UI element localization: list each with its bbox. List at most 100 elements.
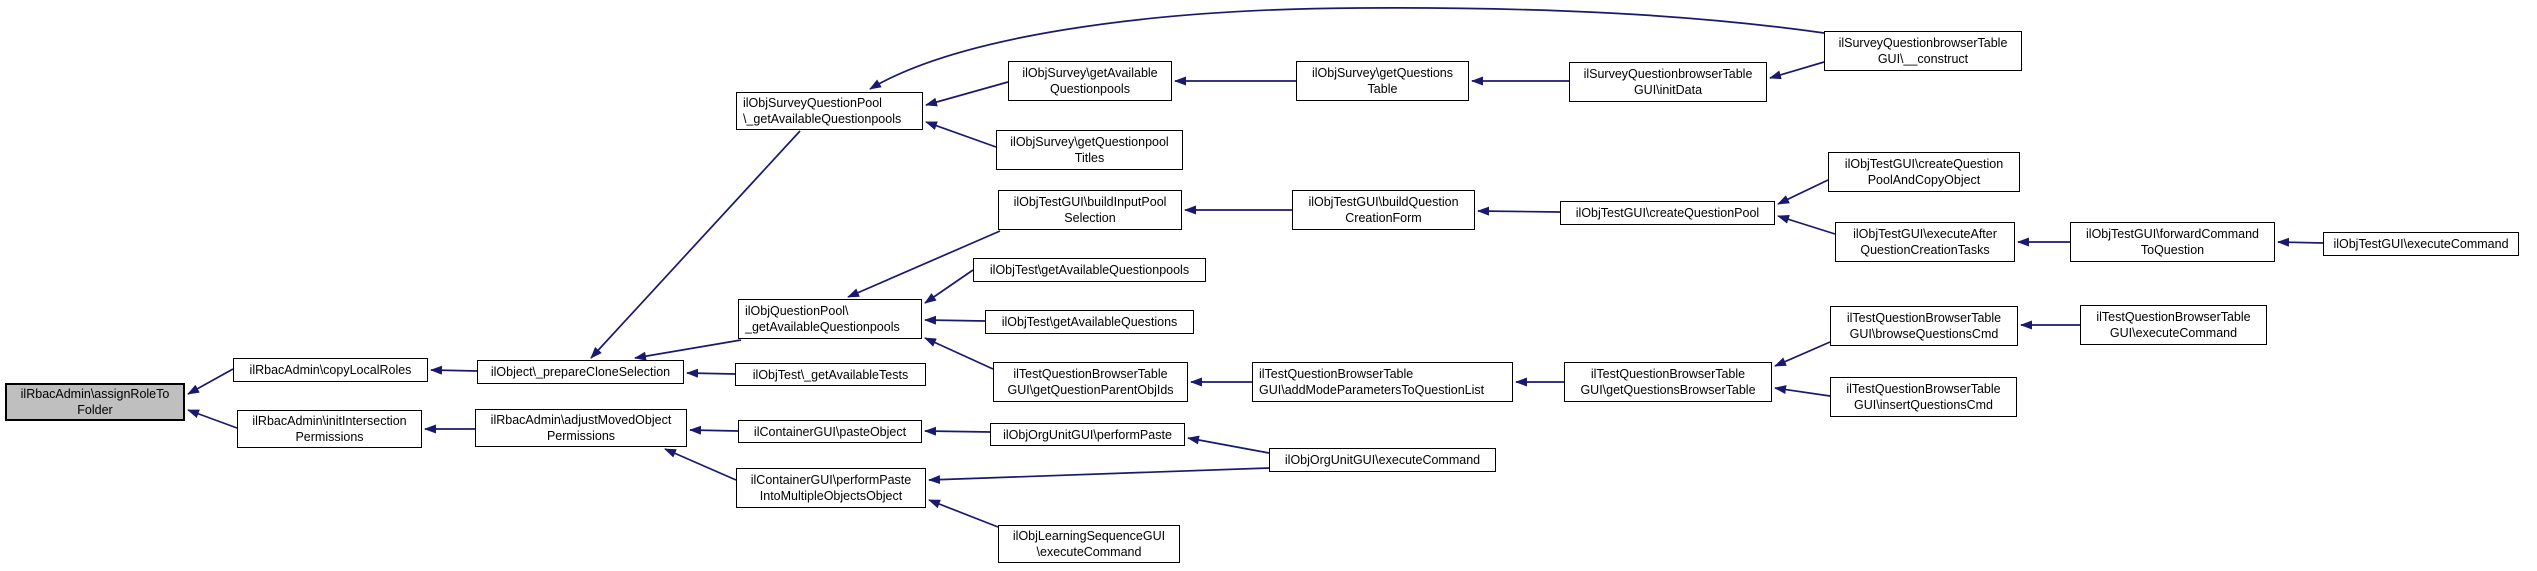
node-label-line: ilObjLearningSequenceGUI bbox=[1012, 529, 1166, 543]
node-label-line: Permissions bbox=[295, 430, 364, 444]
node-label-line: ilObjTestGUI\buildQuestion bbox=[1308, 195, 1459, 209]
edge-browseQuestionsCmd-to-getQuestionsBrowserTable bbox=[1774, 341, 1831, 367]
node-label-line: ilObjSurvey\getAvailable bbox=[1022, 66, 1158, 80]
node-label-line: ilObjTestGUI\buildInputPool bbox=[1013, 195, 1167, 209]
node-label-line: ilObjSurvey\getQuestions bbox=[1311, 66, 1454, 80]
node-label-line: GUI\addModeParametersToQuestionList bbox=[1259, 383, 1485, 397]
graph-node-copyLocalRoles[interactable]: ilRbacAdmin\copyLocalRoles bbox=[233, 358, 428, 382]
edge-initIntersectionPermissions-to-assignRoleToFolder bbox=[187, 409, 238, 429]
node-label-line: ilObjQuestionPool\ bbox=[745, 304, 849, 318]
graph-node-orgUnitPerformPaste[interactable]: ilObjOrgUnitGUI\performPaste bbox=[990, 423, 1185, 446]
node-label-line: Selection bbox=[1064, 211, 1116, 225]
node-label-line: ilObjOrgUnitGUI\performPaste bbox=[1003, 427, 1172, 442]
node-label-line: CreationForm bbox=[1345, 211, 1422, 225]
graph-node-questionPoolGetAvailableQuestionpools[interactable]: ilObjQuestionPool\ _getAvailableQuestionp… bbox=[738, 299, 922, 339]
node-label-line: ilContainerGUI\pasteObject bbox=[753, 424, 907, 439]
node-label-line: ilObjTestGUI\executeCommand bbox=[2333, 237, 2509, 251]
edge-surveyGetAvailableQuestionpools-to-surveyQpGetAvailableQuestionpools bbox=[925, 81, 1009, 107]
node-label-line: ilObjTestGUI\createQuestionPool bbox=[1575, 206, 1760, 220]
node-label-line: Folder bbox=[77, 403, 113, 417]
graph-node-testGetAvailableTests[interactable]: ilObjTest\_getAvailableTests bbox=[735, 363, 926, 386]
edge-executeAfterQuestionCreationTasks-to-createQuestionPool bbox=[1777, 215, 1836, 235]
node-label-line: PoolAndCopyObject bbox=[1867, 173, 1981, 187]
edge-learningSequenceExecuteCommand-to-containerPerformPasteIntoMultipleObjectsObject bbox=[928, 499, 999, 528]
edge-orgUnitExecuteCommand-to-containerPerformPasteIntoMultipleObjectsObject bbox=[928, 467, 1270, 485]
node-label-line: GUI\insertQuestionsCmd bbox=[1854, 398, 1993, 412]
node-label-line: ilTestQuestionBrowserTable bbox=[1013, 367, 1168, 381]
node-label-line: \_getAvailableQuestionpools bbox=[743, 112, 902, 126]
node-label-line: ilObject\_prepareCloneSelection bbox=[490, 365, 671, 379]
node-label-line: GUI\getQuestionParentObjIds bbox=[1007, 383, 1174, 397]
node-label-line: ilTestQuestionBrowserTable bbox=[2096, 310, 2251, 324]
node-label-line: ilTestQuestionBrowserTable bbox=[1846, 382, 2001, 396]
node-label-line: ilSurveyQuestionbrowserTable bbox=[1583, 67, 1753, 81]
graph-node-objTestGuiExecuteCommand[interactable]: ilObjTestGUI\executeCommand bbox=[2323, 232, 2519, 256]
edge-orgUnitPerformPaste-to-containerPasteObject bbox=[924, 426, 991, 436]
node-label-line: ilRbacAdmin\initIntersection bbox=[252, 414, 407, 428]
edge-copyLocalRoles-to-assignRoleToFolder bbox=[187, 368, 234, 395]
graph-node-prepareCloneSelection[interactable]: ilObject\_prepareCloneSelection bbox=[477, 360, 684, 384]
node-label-line: _getAvailableQuestionpools bbox=[745, 320, 900, 334]
edge-containerPerformPasteIntoMultipleObjectsObject-to-adjustMovedObjectPermissions bbox=[664, 448, 737, 481]
node-label-line: ilSurveyQuestionbrowserTable bbox=[1838, 36, 2008, 50]
graph-node-learningSequenceExecuteCommand[interactable]: ilObjLearningSequenceGUI \executeCommand bbox=[998, 525, 1180, 563]
graph-node-testGetAvailableQuestionpools[interactable]: ilObjTest\getAvailableQuestionpools bbox=[973, 258, 1206, 282]
node-label-line: GUI\browseQuestionsCmd bbox=[1849, 327, 1999, 341]
graph-node-orgUnitExecuteCommand[interactable]: ilObjOrgUnitGUI\executeCommand bbox=[1269, 448, 1496, 472]
edge-objTestGuiExecuteCommand-to-forwardCommandToQuestion bbox=[2277, 237, 2324, 247]
node-label-line: GUI\initData bbox=[1633, 83, 1703, 97]
node-label-line: ilRbacAdmin\copyLocalRoles bbox=[249, 363, 412, 377]
graph-node-createQuestionPool[interactable]: ilObjTestGUI\createQuestionPool bbox=[1560, 201, 1775, 225]
edge-orgUnitExecuteCommand-to-orgUnitPerformPaste bbox=[1187, 435, 1270, 454]
edge-surveyGetQuestionpoolTitles-to-surveyQpGetAvailableQuestionpools bbox=[925, 121, 997, 148]
node-label-line: ilObjTestGUI\executeAfter bbox=[1853, 227, 1997, 241]
node-label-line: \executeCommand bbox=[1036, 545, 1142, 559]
node-label-line: GUI\executeCommand bbox=[2109, 326, 2238, 340]
graph-node-containerPasteObject[interactable]: ilContainerGUI\pasteObject bbox=[738, 420, 922, 443]
edge-createQuestionPoolAndCopyObject-to-createQuestionPool bbox=[1777, 179, 1829, 205]
node-label-line: Permissions bbox=[546, 429, 616, 443]
node-label-line: ilObjTest\_getAvailableTests bbox=[752, 367, 909, 382]
node-label-line: Titles bbox=[1074, 151, 1105, 165]
graph-node-testGetAvailableQuestions[interactable]: ilObjTest\getAvailableQuestions bbox=[985, 310, 1194, 334]
node-label-line: ilTestQuestionBrowserTable bbox=[1259, 367, 1414, 381]
node-label-line: GUI\__construct bbox=[1877, 52, 1969, 66]
node-label-line: QuestionCreationTasks bbox=[1860, 243, 1990, 257]
edge-testGetAvailableTests-to-prepareCloneSelection bbox=[686, 368, 736, 378]
node-label-line: ilRbacAdmin\adjustMovedObject bbox=[490, 413, 672, 427]
node-label-line: ilTestQuestionBrowserTable bbox=[1590, 367, 1746, 381]
graph-node-surveyQpGetAvailableQuestionpools[interactable]: ilObjSurveyQuestionPool\_getAvailableQue… bbox=[736, 92, 923, 130]
edge-testGetAvailableQuestions-to-questionPoolGetAvailableQuestionpools bbox=[924, 315, 986, 325]
node-label-line: ilObjTest\getAvailableQuestions bbox=[1001, 315, 1178, 329]
node-label-line: Table bbox=[1367, 82, 1398, 96]
edge-insertQuestionsCmd-to-getQuestionsBrowserTable bbox=[1774, 385, 1831, 397]
node-label-line: ilObjOrgUnitGUI\executeCommand bbox=[1284, 453, 1481, 467]
node-label-line: ilRbacAdmin\assignRoleTo bbox=[20, 387, 170, 401]
edge-buildInputPoolSelection-to-questionPoolGetAvailableQuestionpools bbox=[847, 230, 1001, 298]
node-label-line: ilObjTestGUI\forwardCommand bbox=[2086, 227, 2259, 241]
edge-surveyQbtConstruct-to-surveyQbtInitData bbox=[1769, 61, 1825, 80]
node-label-line: ilObjTest\getAvailableQuestionpools bbox=[989, 263, 1190, 277]
